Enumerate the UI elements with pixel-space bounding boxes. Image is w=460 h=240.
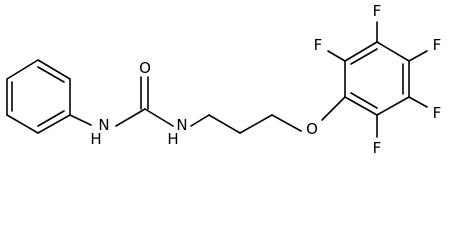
urea-group <box>69 76 174 127</box>
fluorine-label-upper-right: F <box>433 36 442 54</box>
ether-oxygen-label: O <box>306 120 318 138</box>
phenyl-ring <box>6 59 71 134</box>
ether-bond <box>321 96 346 121</box>
nh-left-n: N <box>98 116 109 134</box>
nh-left-h: H <box>90 130 101 148</box>
propyl-chain <box>190 114 302 134</box>
nh-right-h: H <box>167 130 178 148</box>
fluorine-label-top: F <box>373 2 382 20</box>
carbon-fluorine-bonds <box>327 21 428 138</box>
nh-left-label: N H <box>90 116 109 148</box>
fluorine-label-lower-right: F <box>433 104 442 122</box>
carbonyl-oxygen-label: O <box>139 59 151 77</box>
nh-right-label: N H <box>167 116 187 148</box>
fluorine-label-bottom: F <box>373 139 382 157</box>
nh-right-n: N <box>176 116 187 134</box>
chemical-structure: O N H N H O F F F F F <box>6 2 442 157</box>
pentafluorophenyl-ring <box>344 41 410 116</box>
fluorine-label-upper-left: F <box>314 36 323 54</box>
